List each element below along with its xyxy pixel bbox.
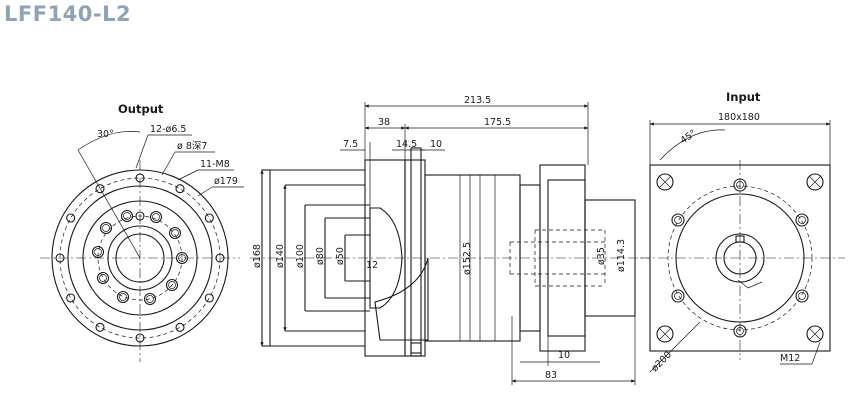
output-outer-holes — [55, 173, 225, 343]
side-view: 213.5 38 175.5 7.5 14.5 10 ø168 ø140 ø10… — [250, 95, 650, 385]
output-thread-label: 11-M8 — [200, 159, 230, 170]
input-adapter-circle — [675, 193, 805, 323]
output-body-circle — [82, 200, 198, 316]
output-angle-label: 30° — [97, 129, 114, 140]
output-bore-circle — [115, 233, 165, 283]
dim-flange-length: 38 — [378, 117, 390, 128]
dim-d100: ø100 — [295, 244, 306, 268]
input-pcd-label: ø200 — [649, 349, 674, 374]
input-adapter-holes — [671, 178, 809, 338]
input-square-label: 180x180 — [718, 112, 760, 123]
input-square-flange — [649, 164, 831, 352]
dim-d35: ø35 — [596, 247, 607, 265]
dim-10b: 10 — [558, 350, 570, 361]
input-thread-label: M12 — [780, 353, 800, 364]
dim-10: 10 — [430, 139, 442, 150]
output-inner-pcd — [97, 215, 183, 301]
dim-7-5: 7.5 — [343, 139, 358, 150]
output-holes-b-label: ø 8深7 — [177, 141, 207, 152]
dim-d140: ø140 — [275, 244, 286, 268]
output-label: Output — [118, 102, 164, 116]
output-holes-a-label: 12-ø6.5 — [150, 124, 186, 135]
input-label: Input — [726, 90, 761, 104]
dim-d168: ø168 — [252, 244, 263, 268]
dim-14-5: 14.5 — [396, 139, 417, 150]
side-section-hatch — [369, 207, 403, 309]
output-inner-holes — [91, 209, 189, 306]
output-hub-circle — [107, 225, 173, 291]
output-view: Output — [40, 102, 244, 362]
input-corner-holes — [656, 173, 824, 343]
dim-total-length: 213.5 — [464, 95, 491, 106]
dim-d50: ø50 — [335, 247, 346, 265]
input-angle-label: 45° — [678, 128, 698, 147]
dim-d152-5: ø152.5 — [462, 242, 473, 275]
output-outer-circle — [51, 169, 229, 347]
output-angle-line — [77, 149, 141, 259]
dim-d80: ø80 — [315, 247, 326, 265]
output-flange-circle — [67, 185, 213, 331]
dim-83: 83 — [545, 370, 557, 381]
input-view: Input 180x180 45° — [640, 90, 845, 374]
dim-d114-3: ø114.3 — [616, 239, 627, 272]
output-angle-arc — [77, 131, 141, 151]
dim-12: 12 — [366, 260, 378, 271]
output-pcd-circle — [59, 177, 221, 339]
output-pcd-label: ø179 — [214, 176, 238, 187]
product-model-title: LFF140-L2 — [4, 2, 132, 26]
dim-body-length: 175.5 — [484, 117, 511, 128]
